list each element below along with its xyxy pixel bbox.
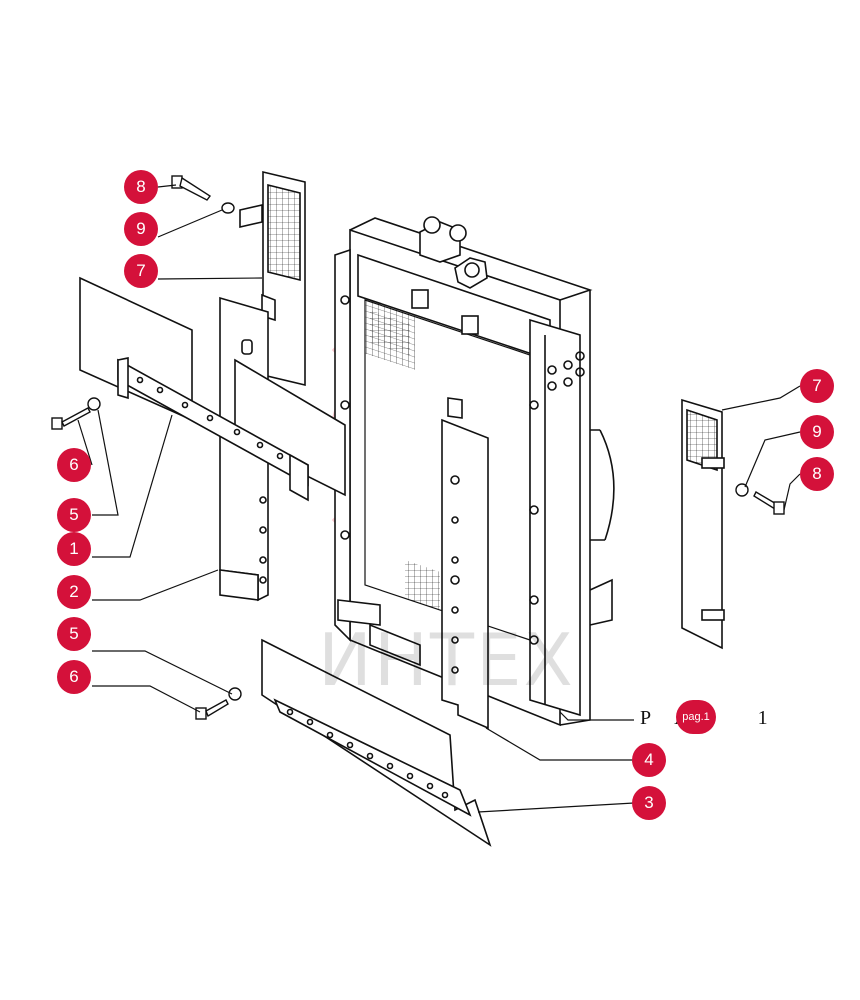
callout-8-right[interactable]: 8 [800, 457, 834, 491]
part-1-cross-bracket [79, 276, 346, 502]
part-7-screen-right [681, 398, 725, 650]
part-3-bottom-bracket [261, 638, 492, 847]
part-4-seal-strip [441, 397, 489, 730]
callout-6-lower[interactable]: 6 [57, 660, 91, 694]
callout-5[interactable]: 5 [57, 498, 91, 532]
callout-7[interactable]: 7 [124, 254, 158, 288]
callout-4[interactable]: 4 [632, 743, 666, 777]
watermark-text: ИНТЕХ [318, 618, 575, 702]
callout-5-lower[interactable]: 5 [57, 617, 91, 651]
leader-lines [77, 184, 801, 813]
callout-9[interactable]: 9 [124, 212, 158, 246]
callout-2[interactable]: 2 [57, 575, 91, 609]
callout-1[interactable]: 1 [57, 532, 91, 566]
callout-6[interactable]: 6 [57, 448, 91, 482]
callout-9-right[interactable]: 9 [800, 415, 834, 449]
callout-3[interactable]: 3 [632, 786, 666, 820]
page-badge[interactable]: pag.1 [676, 700, 716, 734]
fasteners [51, 175, 785, 720]
callout-8[interactable]: 8 [124, 170, 158, 204]
callout-7-right[interactable]: 7 [800, 369, 834, 403]
